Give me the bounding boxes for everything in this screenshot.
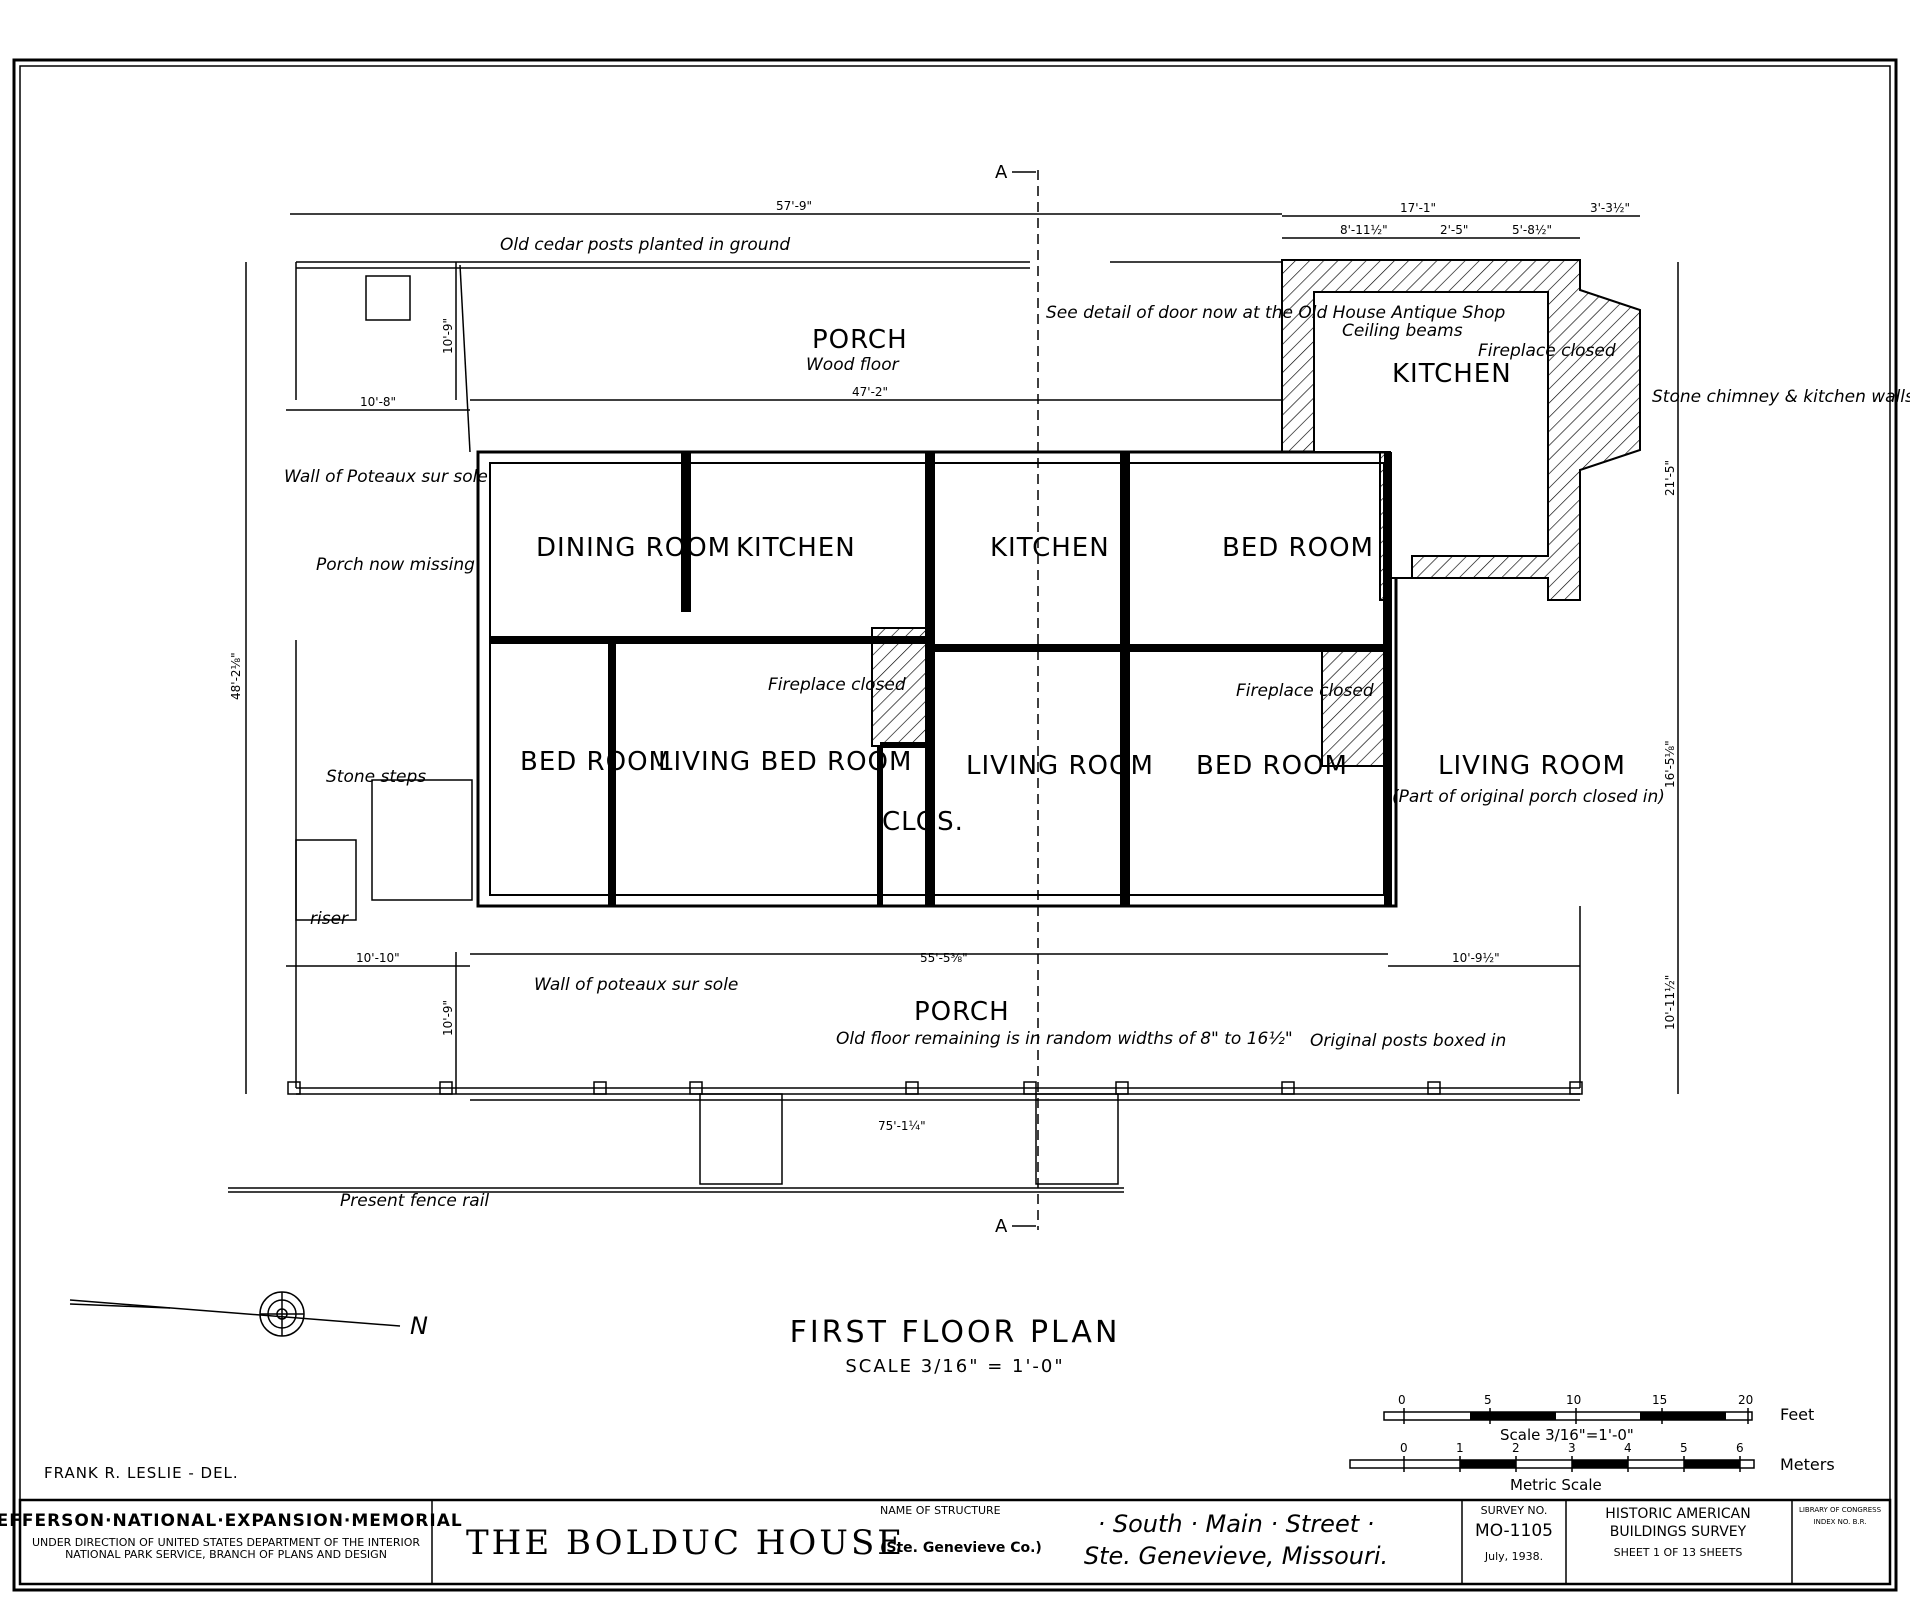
meter-tick-0: 0 (1400, 1441, 1408, 1455)
tb-date: July, 1938. (1484, 1550, 1543, 1563)
tb-memorial-sub2: NATIONAL PARK SERVICE, BRANCH OF PLANS A… (65, 1548, 387, 1561)
feet-tick-10: 10 (1566, 1393, 1581, 1407)
feet-scale-label: Scale 3/16"=1'-0" (1500, 1426, 1634, 1444)
dim-k3: 5'-8½" (1512, 223, 1552, 237)
dim-k1: 8'-11½" (1340, 223, 1388, 237)
note-original-porch: (Part of original porch closed in) (1392, 787, 1665, 807)
room-label-bed-room-3: BED ROOM (1196, 751, 1348, 781)
tb-memorial-sub1: UNDER DIRECTION OF UNITED STATES DEPARTM… (32, 1536, 420, 1549)
tb-county: (Ste. Genevieve Co.) (880, 1540, 1042, 1556)
note-porch-bottom: PORCH (914, 997, 1010, 1027)
feet-tick-0: 0 (1398, 1393, 1406, 1407)
dim-overall-top: 57'-9" (776, 199, 812, 213)
meter-scale-label: Metric Scale (1510, 1476, 1602, 1494)
room-label-kitchen-3: KITCHEN (1392, 359, 1512, 389)
room-label-living-bed-room: LIVING BED ROOM (658, 747, 912, 777)
tb-city: Ste. Genevieve, Missouri. (1084, 1542, 1388, 1570)
dim-overall-bottom: 75'-1¼" (878, 1119, 926, 1133)
dim-right-depth: 21'-5" (1663, 460, 1677, 496)
porch-outlines (228, 261, 1583, 1193)
tb-structure: THE BOLDUC HOUSE (466, 1523, 905, 1563)
dim-right-depth2: 16'-5⅛" (1663, 740, 1677, 788)
tb-sheet: SHEET 1 OF 13 SHEETS (1614, 1546, 1743, 1559)
note-wall-poteaux: Wall of Poteaux sur sole (284, 467, 488, 487)
tb-habs1: HISTORIC AMERICAN (1605, 1506, 1750, 1522)
meter-tick-2: 2 (1512, 1441, 1520, 1455)
room-label-bed-room-2: BED ROOM (520, 747, 672, 777)
dim-k2: 2'-5" (1440, 223, 1468, 237)
dim-kitchen-top: 17'-1" (1400, 201, 1436, 215)
dim-porch-width: 47'-2" (852, 385, 888, 399)
meter-tick-5: 5 (1680, 1441, 1688, 1455)
building-walls (476, 259, 1641, 908)
dim-chimney-top: 3'-3½" (1590, 201, 1630, 215)
north-arrow (69, 1291, 401, 1337)
tb-name-label: NAME OF STRUCTURE (880, 1504, 1001, 1517)
note-door-detail: See detail of door now at the Old House … (1046, 303, 1506, 323)
feet-tick-20: 20 (1738, 1393, 1753, 1407)
delineator: FRANK R. LESLIE - DEL. (44, 1464, 239, 1482)
tb-survey-label: SURVEY NO. (1481, 1504, 1548, 1517)
tb-street: · South · Main · Street · (1098, 1510, 1375, 1538)
title-block (18, 1498, 1892, 1586)
note-fence-rail: Present fence rail (340, 1191, 489, 1211)
room-label-kitchen-1: KITCHEN (736, 533, 856, 563)
tb-memorial: JEFFERSON·NATIONAL·EXPANSION·MEMORIAL (0, 1511, 463, 1531)
note-cedar-posts: Old cedar posts planted in ground (500, 235, 790, 255)
plan-scale: SCALE 3/16" = 1'-0" (845, 1356, 1064, 1377)
dim-porch-depth-left: 10'-9" (441, 1000, 455, 1036)
plan-title: FIRST FLOOR PLAN (790, 1315, 1121, 1350)
note-wall-poteaux-bottom: Wall of poteaux sur sole (534, 975, 738, 995)
meter-tick-3: 3 (1568, 1441, 1576, 1455)
note-stone-steps: Stone steps (326, 767, 426, 787)
meter-unit: Meters (1780, 1455, 1835, 1474)
dim-overall-depth: 48'-2⅛" (229, 652, 243, 700)
dimension-lines (245, 213, 1679, 1101)
dim-bottom-left: 10'-10" (356, 951, 400, 965)
note-porch-top: PORCH (812, 325, 908, 355)
meter-tick-1: 1 (1456, 1441, 1464, 1455)
note-ceiling-beams: Ceiling beams (1342, 321, 1463, 341)
room-label-living-room-2: LIVING ROOM (1438, 751, 1626, 781)
dim-bottom-mid: 55'-5⅜" (920, 951, 968, 965)
feet-scale-bar (1383, 1408, 1753, 1424)
note-fireplace-2: Fireplace closed (1236, 681, 1374, 701)
room-label-kitchen-2: KITCHEN (990, 533, 1110, 563)
dim-left-porch: 10'-8" (360, 395, 396, 409)
meter-tick-6: 6 (1736, 1441, 1744, 1455)
dim-bottom-right: 10'-9½" (1452, 951, 1500, 965)
room-label-living-room-1: LIVING ROOM (966, 751, 1154, 781)
note-original-posts: Original posts boxed in (1310, 1031, 1506, 1051)
note-fireplace-kitchen: Fireplace closed (1478, 341, 1616, 361)
meter-tick-4: 4 (1624, 1441, 1632, 1455)
feet-unit: Feet (1780, 1405, 1814, 1424)
note-riser: riser (310, 909, 349, 929)
section-marker-bottom: A (995, 1216, 1008, 1237)
tb-loc1: LIBRARY OF CONGRESS (1799, 1506, 1882, 1514)
tb-survey-no: MO-1105 (1475, 1521, 1553, 1541)
note-fireplace-1: Fireplace closed (768, 675, 906, 695)
room-label-bed-room-1: BED ROOM (1222, 533, 1374, 563)
metric-scale-bar (1349, 1456, 1755, 1472)
note-stone-chimney: Stone chimney & kitchen walls (1652, 387, 1910, 407)
tb-loc2: INDEX NO. B.R. (1814, 1518, 1867, 1526)
room-label-closet: CLOS. (882, 807, 964, 837)
note-porch-missing: Porch now missing (316, 555, 475, 575)
feet-tick-5: 5 (1484, 1393, 1492, 1407)
room-label-dining-room: DINING ROOM (536, 533, 731, 563)
north-label: N (410, 1312, 428, 1340)
dim-porch-depth-bottom: 10'-11½" (1663, 975, 1677, 1030)
note-porch-top-sub: Wood floor (806, 355, 900, 375)
feet-tick-15: 15 (1652, 1393, 1667, 1407)
outer-border (12, 58, 1898, 1592)
tb-habs2: BUILDINGS SURVEY (1610, 1524, 1747, 1540)
note-porch-bottom-sub: Old floor remaining is in random widths … (836, 1029, 1293, 1049)
dim-porch-depth-top: 10'-9" (441, 318, 455, 354)
section-marker-top: A (995, 162, 1008, 183)
